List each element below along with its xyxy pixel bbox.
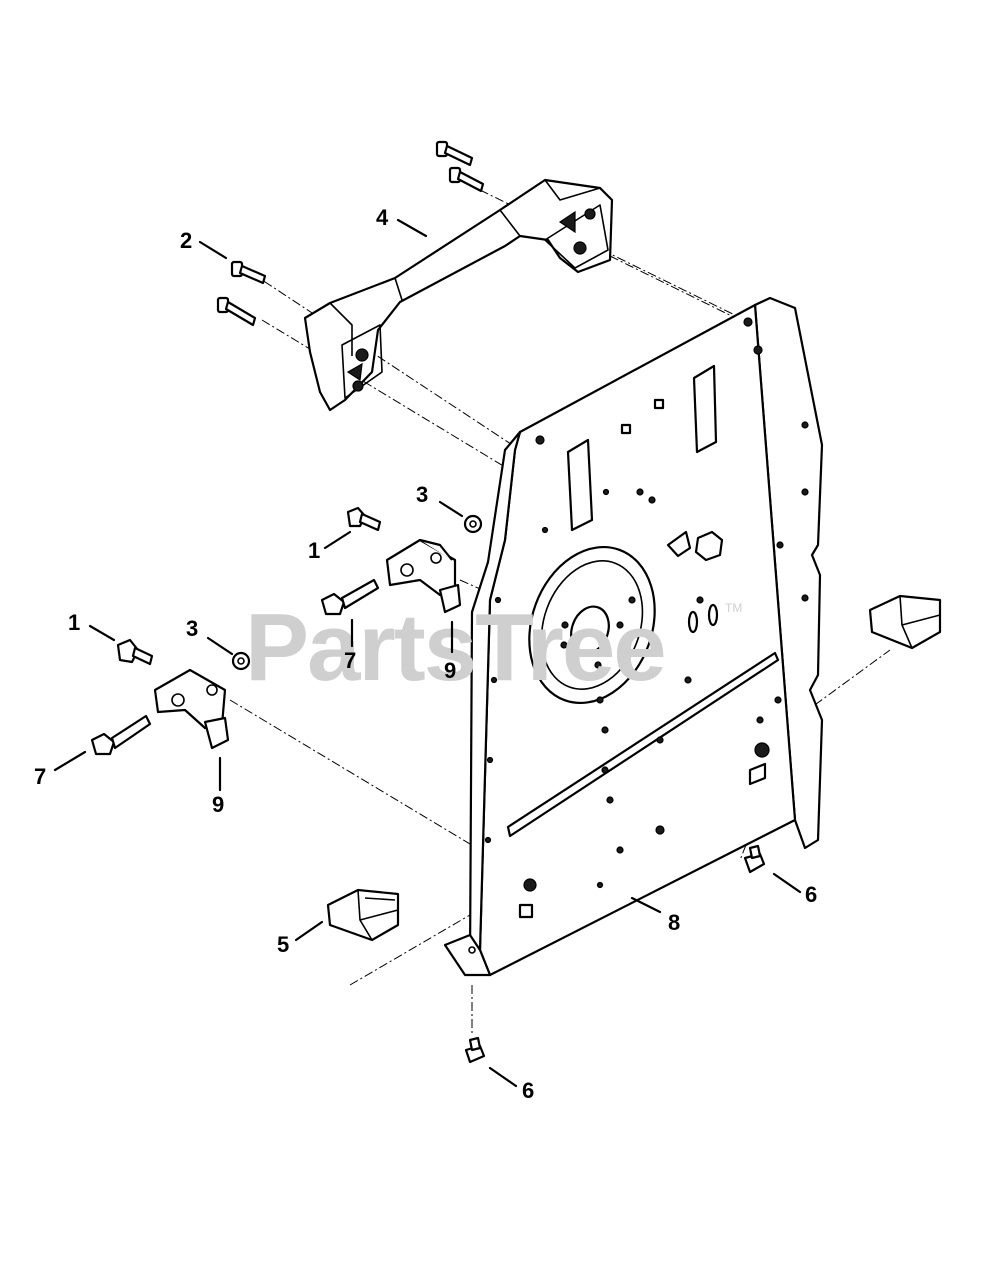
callout-4: 4	[376, 205, 389, 230]
callout-3a: 3	[416, 482, 428, 507]
callout-6a: 6	[805, 882, 817, 907]
corner-block-right	[868, 594, 942, 650]
watermark: PartsTree TM	[245, 594, 742, 701]
nut-part-3a	[463, 514, 483, 534]
hinge-bracket-part-9b	[153, 668, 230, 750]
callouts: 2 4 3 1 7 9 1 3 7 9 5 6 6 8	[34, 205, 817, 1103]
callout-2: 2	[180, 228, 192, 253]
long-bolt-part-7b	[90, 714, 152, 756]
watermark-trademark: TM	[725, 601, 742, 615]
screw-part-6a	[743, 844, 766, 874]
long-bolt-part-7a	[320, 578, 380, 616]
callout-5: 5	[277, 932, 289, 957]
bolts-part-2	[216, 140, 485, 327]
callout-8: 8	[668, 910, 680, 935]
bolt-part-1a	[346, 506, 382, 532]
callout-7b: 7	[34, 764, 46, 789]
bolt-part-1b	[116, 638, 154, 666]
callout-9a: 9	[444, 658, 456, 683]
callout-1a: 1	[308, 538, 320, 563]
callout-1b: 1	[68, 610, 80, 635]
hinge-bracket-part-9a	[385, 538, 462, 614]
callout-7a: 7	[344, 648, 356, 673]
bolt-2a	[230, 260, 267, 285]
callout-9b: 9	[212, 792, 224, 817]
callout-6b: 6	[522, 1078, 534, 1103]
main-plate-part-8	[443, 296, 824, 977]
bolt-2d	[448, 166, 485, 193]
bolt-2b	[216, 296, 257, 327]
callout-3b: 3	[186, 616, 198, 641]
plate-holes	[484, 317, 809, 892]
corner-block-part-5	[326, 888, 400, 942]
watermark-text: PartsTree	[245, 594, 665, 701]
handle-bracket-part-4	[303, 178, 614, 412]
nut-part-3b	[231, 651, 251, 671]
leader-lines	[53, 218, 802, 1088]
bolt-2c	[435, 140, 474, 167]
screw-part-6b	[464, 1036, 486, 1064]
